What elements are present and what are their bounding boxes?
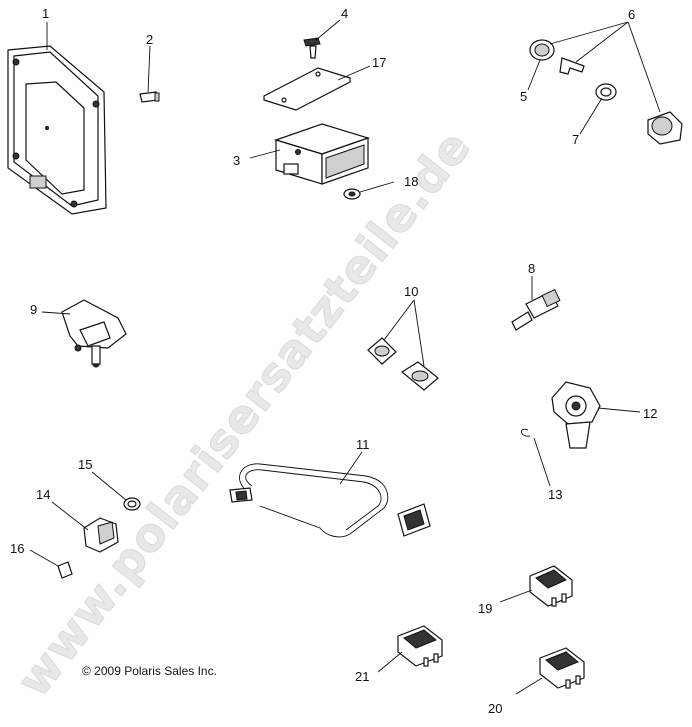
callout-9: 9 bbox=[30, 302, 37, 317]
callout-labels: 1 2 3 4 5 6 7 8 9 10 11 12 13 14 15 16 1… bbox=[10, 6, 657, 716]
callout-20: 20 bbox=[488, 701, 502, 716]
part-15-oring bbox=[123, 497, 141, 511]
leader-lines bbox=[29, 19, 661, 695]
part-12-knock-sensor bbox=[551, 381, 601, 449]
part-13-clip bbox=[521, 428, 531, 437]
part-21-switch bbox=[397, 625, 443, 667]
part-1-ecu bbox=[7, 45, 107, 215]
part-20-switch bbox=[539, 647, 585, 689]
callout-4: 4 bbox=[341, 6, 348, 21]
copyright-text: © 2009 Polaris Sales Inc. bbox=[82, 664, 217, 678]
part-19-switch bbox=[529, 565, 573, 607]
callout-10: 10 bbox=[404, 284, 418, 299]
part-7-ring bbox=[595, 83, 617, 101]
callout-11: 11 bbox=[356, 437, 370, 452]
callout-1: 1 bbox=[42, 6, 49, 21]
part-14-sensor bbox=[83, 517, 119, 553]
part-10-connector-b bbox=[400, 361, 439, 391]
part-17-gasket bbox=[263, 67, 351, 111]
part-4-screw bbox=[303, 37, 321, 59]
callout-16: 16 bbox=[10, 541, 24, 556]
part-3-regulator bbox=[274, 123, 370, 185]
callout-12: 12 bbox=[643, 406, 657, 421]
callout-5: 5 bbox=[520, 89, 527, 104]
part-16-bolt bbox=[57, 561, 73, 579]
part-9-map-sensor bbox=[61, 299, 127, 368]
callout-15: 15 bbox=[78, 457, 92, 472]
callout-14: 14 bbox=[36, 487, 50, 502]
part-11-harness bbox=[229, 463, 431, 538]
callout-7: 7 bbox=[572, 132, 579, 147]
callout-18: 18 bbox=[404, 174, 418, 189]
part-8-sensor bbox=[511, 288, 561, 331]
callout-6: 6 bbox=[628, 7, 635, 22]
part-6-key bbox=[559, 57, 585, 75]
part-18-nut bbox=[343, 188, 361, 200]
callout-21: 21 bbox=[355, 669, 369, 684]
part-5-cap bbox=[529, 39, 555, 61]
callout-8: 8 bbox=[528, 261, 535, 276]
part-10-connector-a bbox=[367, 337, 397, 365]
callout-17: 17 bbox=[372, 55, 386, 70]
callout-19: 19 bbox=[478, 601, 492, 616]
part-2-bolt bbox=[139, 91, 160, 103]
part-6-key-switch bbox=[647, 111, 683, 145]
callout-3: 3 bbox=[233, 153, 240, 168]
callout-13: 13 bbox=[548, 487, 562, 502]
callout-2: 2 bbox=[146, 32, 153, 47]
